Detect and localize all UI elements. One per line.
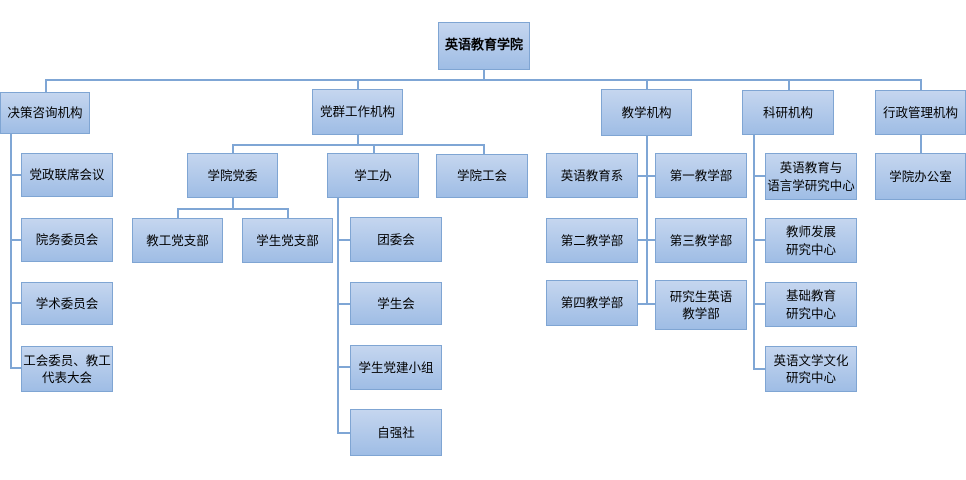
node-english-education-dept: 英语教育系 bbox=[546, 153, 638, 198]
node-college-affairs-committee: 院务委员会 bbox=[21, 218, 113, 262]
connector-line bbox=[753, 368, 766, 370]
connector-line bbox=[753, 135, 755, 370]
connector-line bbox=[232, 144, 234, 154]
node-basic-education-research-center: 基础教育 研究中心 bbox=[765, 282, 857, 327]
connector-line bbox=[232, 144, 484, 146]
node-student-party-building-group: 学生党建小组 bbox=[350, 345, 442, 390]
connector-line bbox=[10, 133, 12, 369]
node-fourth-teaching-dept: 第四教学部 bbox=[546, 280, 638, 326]
node-faculty-party-branch: 教工党支部 bbox=[132, 218, 223, 263]
node-college-office: 学院办公室 bbox=[875, 153, 966, 200]
node-graduate-english-teaching-dept: 研究生英语 教学部 bbox=[655, 280, 747, 330]
connector-line bbox=[45, 79, 47, 93]
connector-line bbox=[646, 79, 648, 90]
connector-line bbox=[646, 136, 648, 305]
node-union-staff-congress: 工会委员、教工 代表大会 bbox=[21, 346, 113, 392]
connector-line bbox=[287, 208, 289, 219]
connector-line bbox=[10, 174, 22, 176]
connector-line bbox=[10, 367, 22, 369]
connector-line bbox=[337, 198, 339, 434]
node-research-body: 科研机构 bbox=[742, 90, 834, 135]
node-teaching-body: 教学机构 bbox=[601, 89, 692, 136]
connector-line bbox=[638, 239, 656, 241]
connector-line bbox=[373, 144, 375, 154]
connector-line bbox=[638, 303, 656, 305]
connector-line bbox=[638, 175, 656, 177]
connector-line bbox=[357, 79, 359, 90]
connector-line bbox=[753, 239, 766, 241]
connector-line bbox=[337, 303, 351, 305]
connector-line bbox=[337, 432, 351, 434]
node-english-literature-culture-research-center: 英语文学文化 研究中心 bbox=[765, 346, 857, 392]
connector-line bbox=[177, 208, 179, 219]
node-student-party-branch: 学生党支部 bbox=[242, 218, 333, 263]
node-academic-committee: 学术委员会 bbox=[21, 282, 113, 325]
connector-line bbox=[920, 79, 922, 91]
node-admin-management-body: 行政管理机构 bbox=[875, 90, 966, 135]
connector-line bbox=[357, 135, 359, 145]
connector-line bbox=[10, 239, 22, 241]
node-decision-advisory-body: 决策咨询机构 bbox=[0, 92, 90, 134]
connector-line bbox=[177, 208, 288, 210]
node-third-teaching-dept: 第三教学部 bbox=[655, 218, 747, 263]
connector-line bbox=[337, 366, 351, 368]
node-college-root: 英语教育学院 bbox=[438, 22, 530, 70]
node-college-labor-union: 学院工会 bbox=[436, 154, 528, 198]
connector-line bbox=[483, 144, 485, 155]
connector-line bbox=[10, 302, 22, 304]
connector-line bbox=[337, 239, 351, 241]
connector-line bbox=[753, 303, 766, 305]
connector-line bbox=[45, 79, 921, 81]
node-party-admin-joint-meeting: 党政联席会议 bbox=[21, 153, 113, 197]
connector-line bbox=[920, 135, 922, 154]
node-self-strengthening-club: 自强社 bbox=[350, 409, 442, 456]
node-second-teaching-dept: 第二教学部 bbox=[546, 218, 638, 263]
connector-line bbox=[483, 70, 485, 80]
node-teacher-development-research-center: 教师发展 研究中心 bbox=[765, 218, 857, 263]
node-first-teaching-dept: 第一教学部 bbox=[655, 153, 747, 198]
node-youth-league-committee: 团委会 bbox=[350, 217, 442, 262]
connector-line bbox=[753, 175, 766, 177]
connector-line bbox=[788, 79, 790, 91]
node-student-affairs-office: 学工办 bbox=[327, 153, 419, 198]
node-student-union: 学生会 bbox=[350, 282, 442, 325]
node-college-party-committee: 学院党委 bbox=[187, 153, 278, 198]
node-party-mass-work-body: 党群工作机构 bbox=[312, 89, 403, 135]
connector-line bbox=[232, 198, 234, 209]
node-english-edu-linguistics-research-center: 英语教育与 语言学研究中心 bbox=[765, 153, 857, 200]
